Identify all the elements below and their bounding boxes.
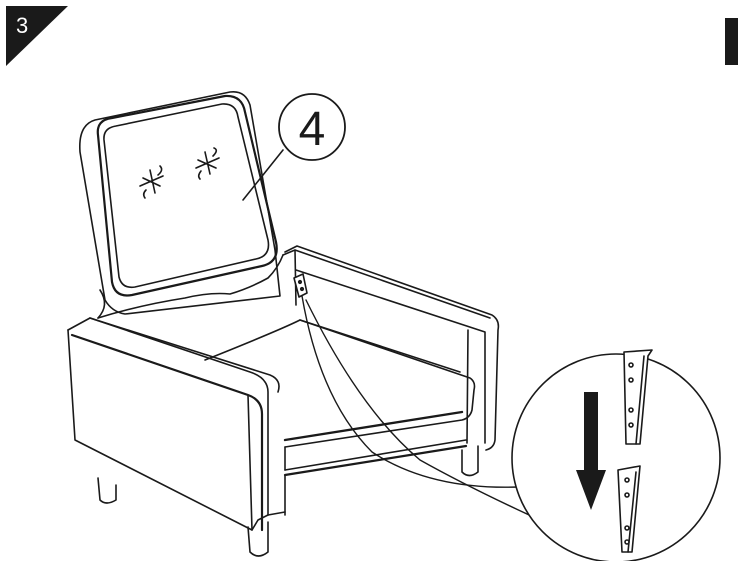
part-number-label: 4 [299,103,326,156]
button-tuft-right [196,148,219,179]
back-cushion [80,92,283,318]
part-callout [243,94,345,200]
button-tuft-left [140,166,163,198]
leg-front-right [462,446,478,476]
leg-back-left [98,478,116,503]
chair-body [68,246,498,556]
detail-magnifier [512,350,720,561]
leg-front-left [248,522,268,556]
